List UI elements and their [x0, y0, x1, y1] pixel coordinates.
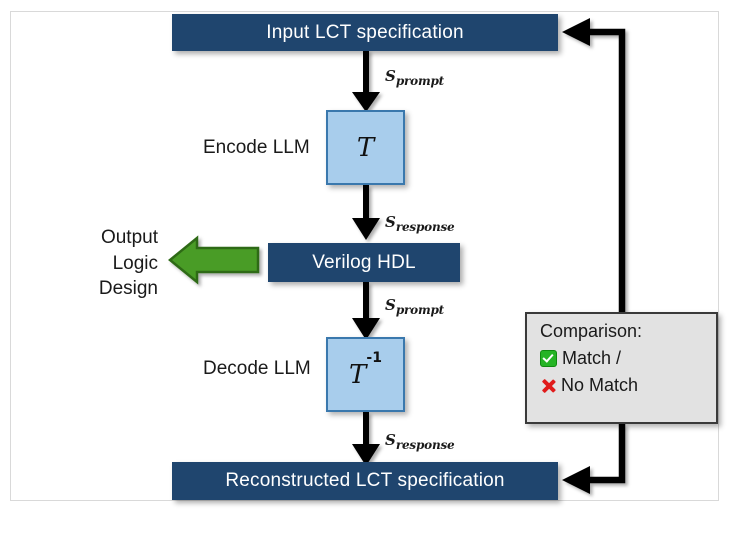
signal-label-prompt-2: Sprompt	[385, 295, 444, 317]
signal-symbol-2: S	[385, 213, 396, 231]
check-mark-icon	[540, 350, 557, 367]
signal-label-response-2: Sresponse	[385, 430, 455, 453]
label-encode-llm-text: Encode LLM	[203, 137, 310, 158]
label-output-logic-design: Output Logic Design	[33, 225, 158, 302]
node-verilog-hdl[interactable]: Verilog HDL	[268, 243, 460, 282]
node-encode-transform[interactable]: T	[326, 110, 405, 185]
panel-comparison-nomatch-label: No Match	[561, 375, 639, 395]
label-encode-llm: Encode LLM	[203, 137, 310, 159]
signal-label-prompt-1: Sprompt	[385, 66, 444, 88]
label-output-line-1: Output	[100, 227, 158, 248]
cross-mark-icon	[540, 378, 556, 394]
signal-symbol-3: S	[385, 296, 396, 314]
signal-subscript-2: response	[395, 220, 455, 235]
signal-symbol-4: S	[385, 431, 396, 449]
signal-label-response-1: Sresponse	[385, 212, 455, 235]
node-decode-transform-base: T	[349, 359, 367, 390]
node-decode-transform-symbol: T-1	[349, 351, 382, 390]
label-decode-llm-text: Decode LLM	[203, 358, 311, 379]
panel-comparison-nomatch-row: No Match	[540, 372, 716, 399]
label-decode-llm: Decode LLM	[203, 358, 311, 380]
node-input-lct-specification[interactable]: Input LCT specification	[172, 14, 558, 51]
node-reconstructed-lct-specification[interactable]: Reconstructed LCT specification	[172, 462, 558, 500]
node-decode-transform[interactable]: T-1	[326, 337, 405, 412]
signal-subscript-1: prompt	[395, 74, 444, 89]
label-output-line-2: Logic	[112, 252, 158, 274]
node-input-lct-specification-label: Input LCT specification	[266, 21, 464, 43]
signal-subscript-4: response	[395, 438, 455, 453]
label-output-line-3: Design	[98, 278, 158, 300]
panel-comparison-match-label: Match /	[562, 348, 622, 368]
node-verilog-hdl-label: Verilog HDL	[312, 251, 416, 273]
node-reconstructed-lct-specification-label: Reconstructed LCT specification	[225, 470, 505, 491]
signal-symbol-1: S	[385, 67, 396, 85]
node-encode-transform-symbol: T	[356, 132, 375, 163]
panel-comparison-title: Comparison:	[540, 321, 643, 341]
panel-comparison-match-row: Match /	[540, 345, 716, 372]
panel-comparison[interactable]: Comparison: Match / No Match	[525, 312, 718, 424]
signal-subscript-3: prompt	[395, 303, 444, 318]
node-decode-transform-exponent: -1	[366, 350, 382, 367]
